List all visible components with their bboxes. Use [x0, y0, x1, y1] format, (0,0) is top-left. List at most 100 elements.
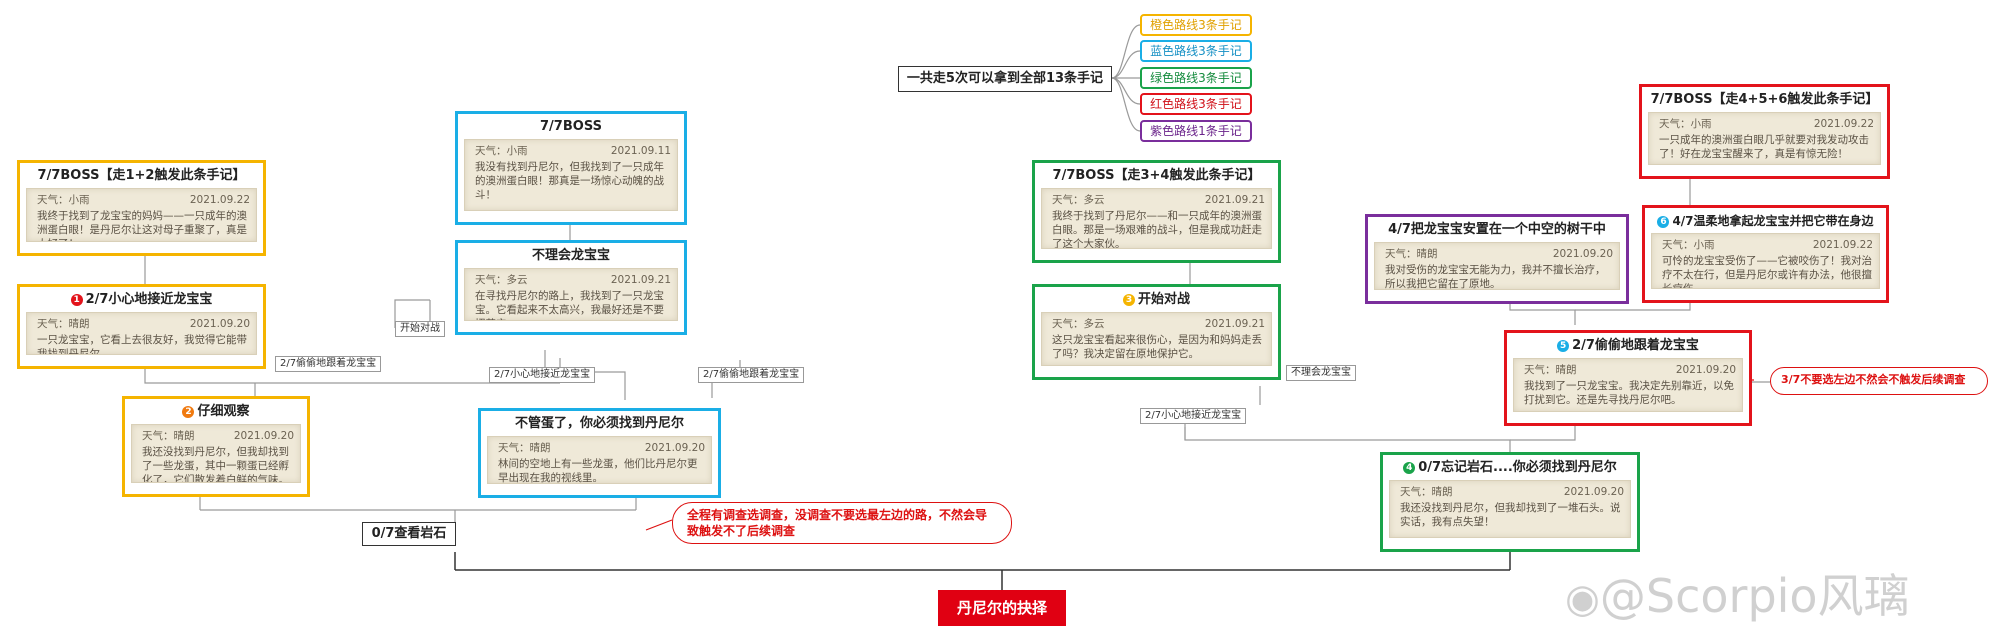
callout-right: 3/7不要选左边不然会不触发后续调查	[1770, 367, 1988, 395]
date: 2021.09.20	[1552, 248, 1613, 260]
node-title-text: 4/7温柔地拿起龙宝宝并把它带在身边	[1672, 214, 1874, 228]
callout-right-text: 3/7不要选左边不然会不触发后续调查	[1781, 373, 1966, 386]
note-body: 我没有找到丹尼尔，但我找到了一只成年的澳洲蛋白眼！那真是一场惊心动魄的战斗！	[475, 161, 664, 201]
weather: 天气：晴朗	[142, 430, 195, 442]
journal-note: 天气：晴朗 2021.09.20 一只龙宝宝，它看上去很友好，我觉得它能带我找到丹…	[26, 312, 257, 355]
label-approach-right: 2/7小心地接近龙宝宝	[1140, 408, 1247, 424]
legend-green: 绿色路线3条手记	[1140, 67, 1252, 89]
legend-red: 红色路线3条手记	[1140, 93, 1252, 115]
date: 2021.09.20	[1563, 486, 1624, 498]
weather: 天气：小雨	[1659, 118, 1712, 130]
note-body: 可怜的龙宝宝受伤了——它被咬伤了！我对治疗不太在行，但是丹尼尔或许有办法，他很擅…	[1662, 255, 1872, 289]
note-body: 我终于找到了丹尼尔——和一只成年的澳洲蛋白眼。那是一场艰难的战斗，但是我成功赶走…	[1052, 210, 1262, 249]
legend-blue: 蓝色路线3条手记	[1140, 40, 1252, 62]
node-title: 不管蛋了，你必须找到丹尼尔	[514, 416, 684, 431]
date: 2021.09.20	[189, 318, 250, 330]
node-title-text: 开始对战	[1137, 292, 1190, 307]
weibo-icon: ◉	[1565, 576, 1600, 622]
journal-note: 天气：多云 2021.09.21 在寻找丹尼尔的路上，我找到了一只龙宝宝。它看起来…	[464, 268, 678, 321]
weather: 天气：小雨	[1662, 239, 1715, 251]
root-node: 丹尼尔的抉择	[938, 590, 1066, 626]
weather: 天气：晴朗	[37, 318, 90, 330]
node-title: 7/7BOSS	[540, 119, 602, 134]
node-red-boss: 7/7BOSS【走4+5+6触发此条手记】 天气：小雨 2021.09.22 一只…	[1639, 84, 1890, 179]
date: 2021.09.20	[644, 442, 705, 454]
note-body: 一只龙宝宝，它看上去很友好，我觉得它能带我找到丹尼尔。	[37, 334, 247, 355]
callout-left-text: 全程有调查选调查，没调查不要选最左边的路，不然会导致触发不了后续调查	[687, 508, 988, 538]
weather: 天气：晴朗	[498, 442, 551, 454]
weather: 天气：晴朗	[1524, 364, 1577, 376]
note-body: 一只成年的澳洲蛋白眼几乎就要对我发动攻击了！好在龙宝宝醒来了，真是有惊无险！	[1659, 134, 1869, 160]
node-title: 7/7BOSS【走1+2触发此条手记】	[37, 168, 246, 183]
label-approach-mid: 2/7小心地接近龙宝宝	[489, 367, 596, 383]
step-number: 3	[1122, 294, 1135, 306]
date: 2021.09.21	[1204, 318, 1265, 330]
node-title: 不理会龙宝宝	[531, 248, 610, 263]
node-blue-find-daniel: 不管蛋了，你必须找到丹尼尔 天气：晴朗 2021.09.20 林间的空地上有一些龙…	[478, 408, 721, 498]
step-number: 5	[1557, 340, 1570, 352]
note-body: 林间的空地上有一些龙蛋，他们比丹尼尔更早出现在我的视线里。	[498, 458, 698, 484]
label-follow-left: 2/7偷偷地跟着龙宝宝	[275, 356, 382, 372]
weather: 天气：多云	[475, 274, 528, 286]
date: 2021.09.11	[610, 145, 671, 157]
journal-note: 天气：小雨 2021.09.22 我终于找到了龙宝宝的妈妈——一只成年的澳洲蛋白眼…	[26, 188, 257, 242]
weather: 天气：小雨	[37, 194, 90, 206]
journal-note: 天气：小雨 2021.09.22 可怜的龙宝宝受伤了——它被咬伤了！我对治疗不太在…	[1651, 233, 1880, 289]
weather: 天气：小雨	[475, 145, 528, 157]
note-body: 这只龙宝宝看起来很伤心，是因为和妈妈走丢了吗？我决定留在原地保护它。	[1052, 334, 1262, 360]
node-purple-tree: 4/7把龙宝宝安置在一个中空的树干中 天气：晴朗 2021.09.20 我对受伤的…	[1365, 214, 1629, 304]
note-body: 我终于找到了龙宝宝的妈妈——一只成年的澳洲蛋白眼！是丹尼尔让这对母子重聚了，真是…	[37, 210, 247, 241]
date: 2021.09.20	[233, 430, 294, 442]
legend-purple: 紫色路线1条手记	[1140, 120, 1252, 142]
date: 2021.09.22	[1813, 118, 1874, 130]
date: 2021.09.22	[189, 194, 250, 206]
node-blue-boss: 7/7BOSS 天气：小雨 2021.09.11 我没有找到丹尼尔，但我找到了一只…	[455, 111, 687, 225]
step-number: 1	[70, 294, 83, 306]
date: 2021.09.21	[610, 274, 671, 286]
node-orange-boss: 7/7BOSS【走1+2触发此条手记】 天气：小雨 2021.09.22 我终于找…	[17, 160, 266, 256]
note-body: 在寻找丹尼尔的路上，我找到了一只龙宝宝。它看起来不太高兴，我最好还是不要招惹它。	[475, 290, 664, 320]
date: 2021.09.22	[1812, 239, 1873, 251]
node-title: 4/7把龙宝宝安置在一个中空的树干中	[1388, 222, 1606, 237]
weather: 天气：多云	[1052, 318, 1105, 330]
start-node: 0/7查看岩石	[362, 522, 456, 546]
journal-note: 天气：多云 2021.09.21 这只龙宝宝看起来很伤心，是因为和妈妈走丢了吗？我…	[1041, 312, 1272, 366]
summary-box: 一共走5次可以拿到全部13条手记	[898, 66, 1112, 92]
node-title-text: 2/7偷偷地跟着龙宝宝	[1572, 338, 1699, 353]
step-number: 2	[182, 406, 195, 418]
note-body: 我找到了一只龙宝宝。我决定先别靠近，以免打扰到它。还是先寻找丹尼尔吧。	[1524, 380, 1734, 406]
weather: 天气：多云	[1052, 194, 1105, 206]
legend-orange: 橙色路线3条手记	[1140, 14, 1252, 36]
watermark: ◉@Scorpio风璃	[1565, 560, 1910, 626]
label-follow-mid: 2/7偷偷地跟着龙宝宝	[698, 367, 805, 383]
note-body: 我对受伤的龙宝宝无能为力，我并不擅长治疗，所以我把它留在了原地。	[1385, 264, 1606, 290]
journal-note: 天气：晴朗 2021.09.20 我对受伤的龙宝宝无能为力，我并不擅长治疗，所以我…	[1374, 242, 1620, 290]
node-title-text: 仔细观察	[197, 404, 250, 419]
step-number: 6	[1657, 216, 1670, 228]
watermark-text: @Scorpio风璃	[1599, 569, 1910, 623]
journal-note: 天气：晴朗 2021.09.20 林间的空地上有一些龙蛋，他们比丹尼尔更早出现在我…	[487, 436, 712, 484]
weather: 天气：晴朗	[1400, 486, 1453, 498]
journal-note: 天气：小雨 2021.09.11 我没有找到丹尼尔，但我找到了一只成年的澳洲蛋白眼…	[464, 139, 678, 211]
node-title: 7/7BOSS【走4+5+6触发此条手记】	[1650, 92, 1879, 107]
weather: 天气：晴朗	[1385, 248, 1438, 260]
node-title: 7/7BOSS【走3+4触发此条手记】	[1052, 168, 1261, 183]
